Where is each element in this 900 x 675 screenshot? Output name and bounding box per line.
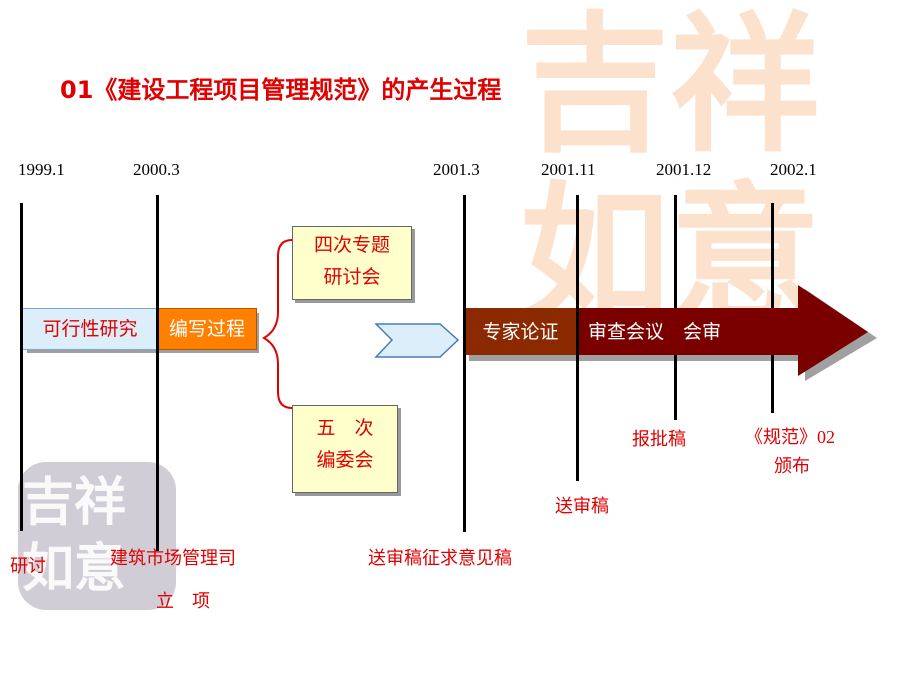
segment-feasibility-study: 可行性研究 xyxy=(22,308,158,350)
date-2001-3: 2001.3 xyxy=(433,160,480,179)
curly-bracket xyxy=(261,239,293,409)
timeline-line-1999-1 xyxy=(20,203,23,531)
small-chevron-arrow xyxy=(374,323,460,358)
timeline-line-2001-3 xyxy=(463,195,466,532)
label-review-draft: 送审稿 xyxy=(555,496,609,517)
watermark-top-right: 吉祥如意 xyxy=(520,0,821,343)
timeline-line-2001-12 xyxy=(674,195,677,308)
box-four-seminars-line1: 四次专题 xyxy=(313,234,390,256)
label-issue-line1: 《规范》 xyxy=(745,427,817,448)
segment-expert-review: 专家论证 xyxy=(482,321,559,343)
date-1999-1: 1999.1 xyxy=(18,160,65,179)
segment-compile-process: 编写过程 xyxy=(157,308,257,350)
label-issue-line2: 颁布 xyxy=(774,456,810,477)
date-2001-12: 2001.12 xyxy=(656,160,712,179)
box-five-editorial-line1: 五 次 xyxy=(316,417,374,439)
label-project-approval: 立 项 xyxy=(156,591,210,612)
box-five-editorial-line2: 编委会 xyxy=(316,449,374,471)
label-issue: 《规范》02 xyxy=(745,423,835,449)
date-2001-11: 2001.11 xyxy=(541,160,596,179)
timeline-line-2002-1 xyxy=(771,203,774,308)
timeline-line-2002-1-lower xyxy=(771,355,774,413)
timeline-line-2000-3 xyxy=(156,195,159,551)
segment-review-meeting: 审查会议 会审 xyxy=(588,321,722,343)
label-discuss: 研讨 xyxy=(10,556,46,577)
box-five-editorial: 五 次 编委会 xyxy=(292,405,398,493)
label-approval-draft: 报批稿 xyxy=(632,429,686,450)
watermark-seal-text: 吉祥如意 xyxy=(22,472,127,599)
timeline-line-2001-11 xyxy=(576,195,579,481)
label-consult-draft: 送审稿征求意见稿 xyxy=(368,548,512,569)
date-2002-1: 2002.1 xyxy=(770,160,817,179)
watermark-seal-bottom-left xyxy=(18,462,176,610)
label-construction-market-bureau: 建筑市场管理司 xyxy=(110,548,236,569)
timeline-line-2001-12-lower xyxy=(674,355,677,420)
date-2000-3: 2000.3 xyxy=(133,160,180,179)
box-four-seminars: 四次专题 研讨会 xyxy=(292,226,412,300)
page-title: 01《建设工程项目管理规范》的产生过程 xyxy=(60,76,502,104)
box-four-seminars-line2: 研讨会 xyxy=(323,266,381,288)
expert-segment-fill xyxy=(464,308,577,355)
label-issue-number: 02 xyxy=(817,427,835,447)
